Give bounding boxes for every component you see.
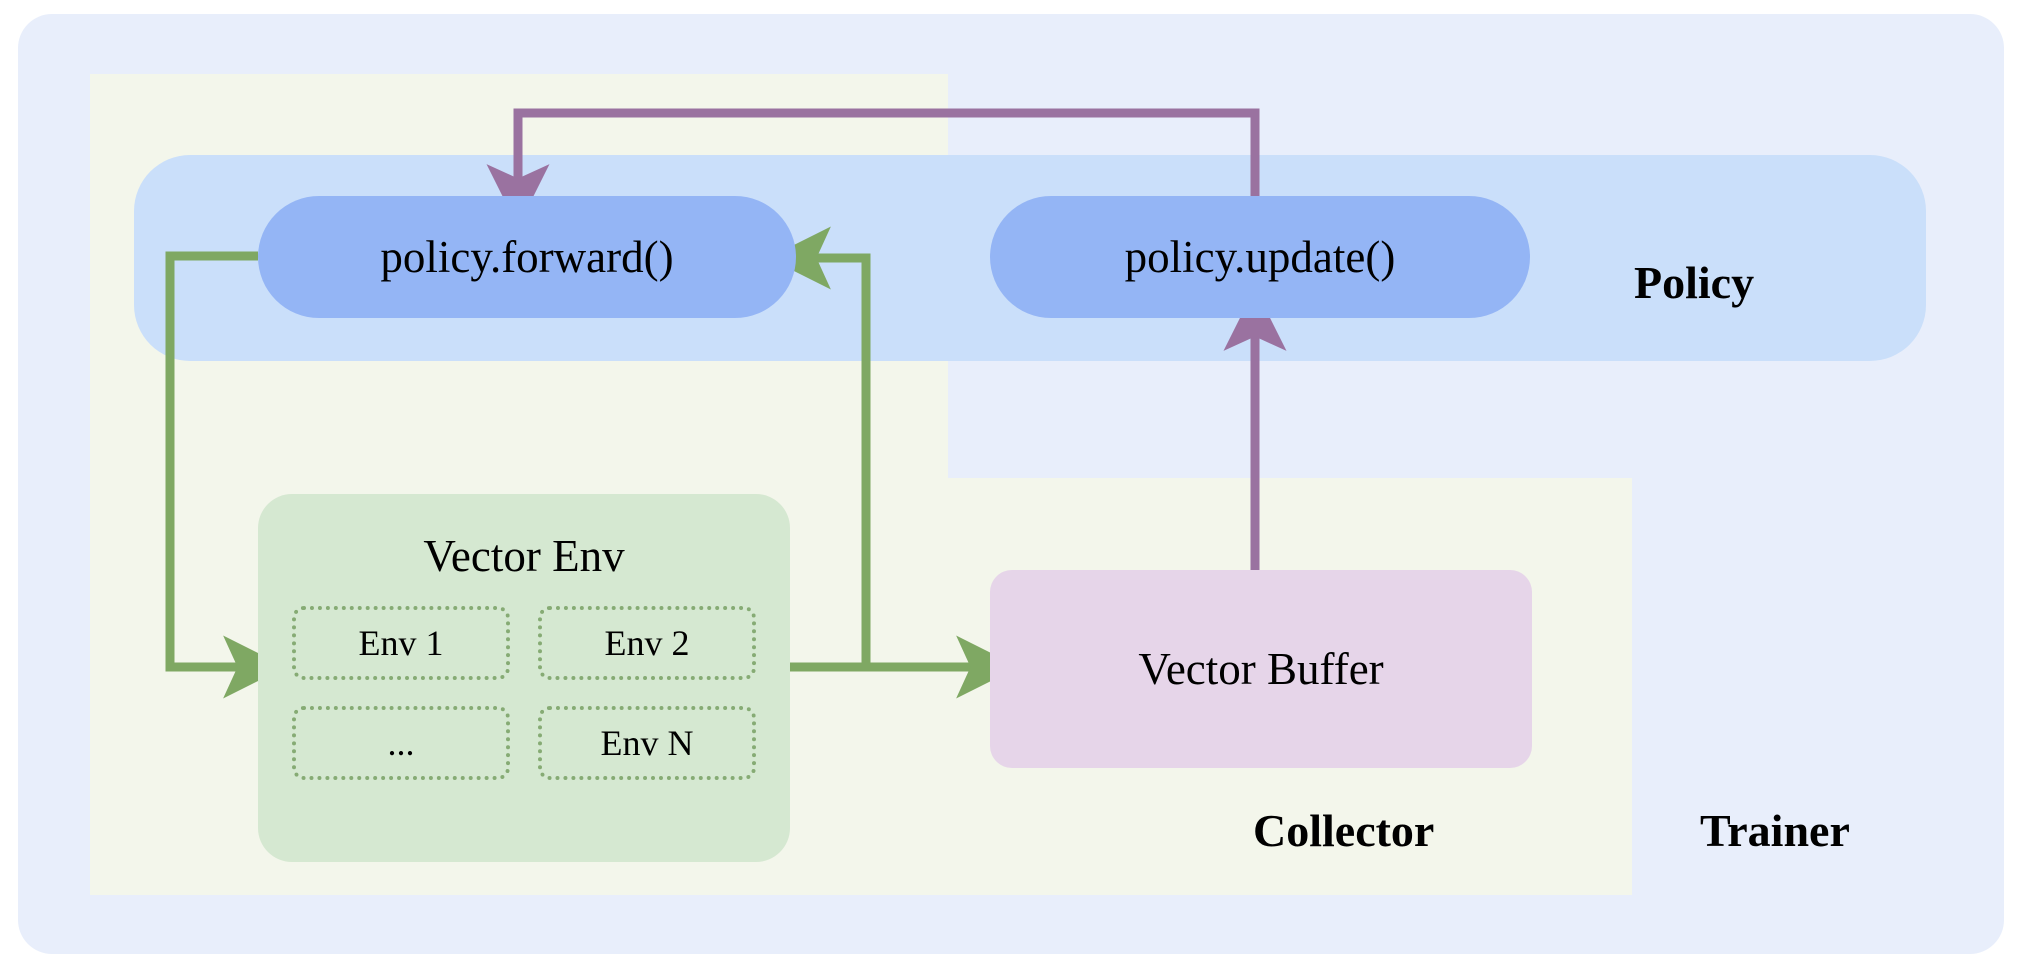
env-cell-1[interactable]: Env 1 bbox=[292, 606, 510, 680]
vector-env-title: Vector Env bbox=[423, 531, 625, 581]
env-cell-ellipsis-label: ... bbox=[387, 723, 415, 763]
collector-panel-label: Collector bbox=[1253, 805, 1435, 856]
policy-panel-label: Policy bbox=[1634, 257, 1755, 308]
env-cell-n-label: Env N bbox=[600, 723, 694, 763]
vector-env-box[interactable]: Vector Env Env 1 Env 2 ... Env N bbox=[258, 494, 790, 862]
env-cell-ellipsis[interactable]: ... bbox=[292, 706, 510, 780]
env-cell-2-label: Env 2 bbox=[604, 623, 690, 663]
vector-buffer-node[interactable]: Vector Buffer bbox=[990, 570, 1532, 768]
policy-update-label: policy.update() bbox=[1124, 232, 1396, 282]
policy-update-node[interactable]: policy.update() bbox=[990, 196, 1530, 318]
policy-forward-label: policy.forward() bbox=[380, 232, 674, 282]
policy-forward-node[interactable]: policy.forward() bbox=[258, 196, 796, 318]
env-cell-1-label: Env 1 bbox=[358, 623, 444, 663]
env-cell-n[interactable]: Env N bbox=[538, 706, 756, 780]
env-cell-2[interactable]: Env 2 bbox=[538, 606, 756, 680]
trainer-panel-label: Trainer bbox=[1700, 805, 1850, 856]
vector-env-grid: Env 1 Env 2 ... Env N bbox=[292, 606, 756, 780]
vector-buffer-label: Vector Buffer bbox=[1138, 644, 1384, 694]
